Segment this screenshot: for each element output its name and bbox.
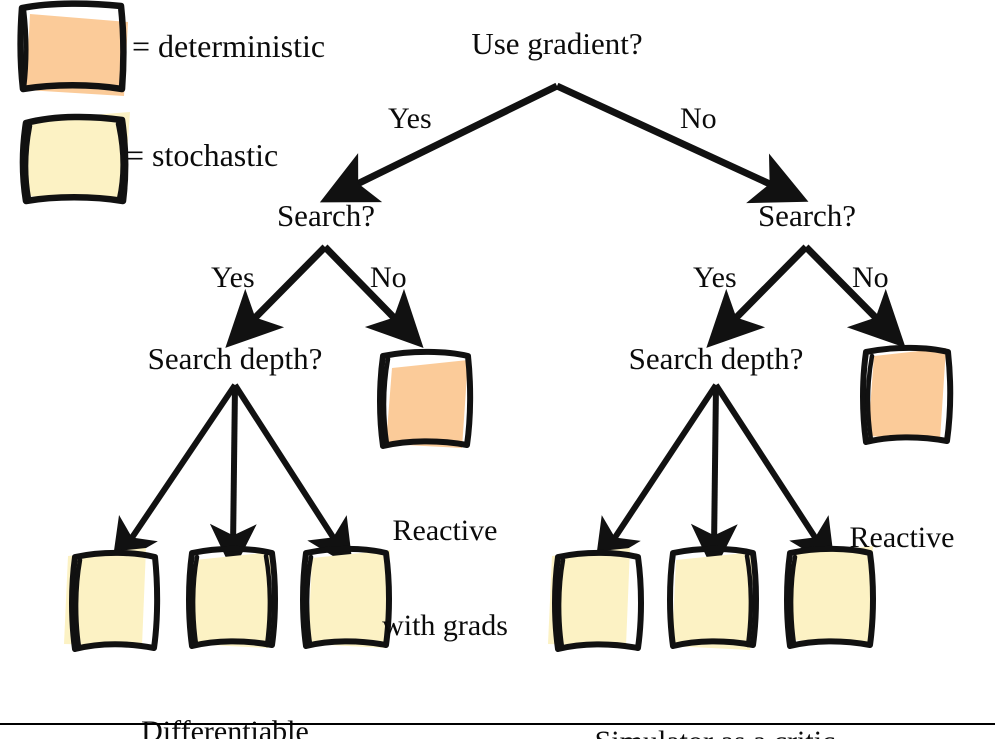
edge-label-left-search-yes: Yes [211,261,255,294]
legend-deterministic-equals: = [132,28,151,64]
legend-deterministic-label: deterministic [158,28,326,64]
edge-label-left-search-no: No [370,261,407,294]
leaf-label-reactive: Reactive [812,458,992,617]
legend-stochastic-label: stochastic [152,137,279,173]
edge-left-search-no [322,244,424,349]
edge-left-depth-3 [232,383,353,569]
legend-stochastic-row: = stochastic [126,137,279,173]
edge-label-right-search-yes: Yes [693,261,737,294]
node-left-search: Search? [276,198,376,233]
leaf-label-simulator-as-a-critic: Simulator as a critic [520,662,910,739]
edge-label-right-search-no: No [852,261,889,294]
leaf-label-reactive-with-grads-line1: Reactive [392,513,498,547]
edge-left-depth-2 [209,384,257,572]
edge-right-depth-2 [690,384,738,572]
leaf-label-sim-line1: Simulator as a critic [520,725,910,739]
node-left-search-depth: Search depth? [147,341,323,376]
leaf-box-sim-3 [784,545,876,649]
edge-right-search-yes [706,244,809,348]
edge-right-depth-1 [594,383,719,569]
leaf-box-sim-1 [548,548,644,652]
node-right-search: Search? [757,198,857,233]
edge-right-search-no [803,244,906,348]
leaf-box-reactive-with-grads [377,348,474,449]
edge-left-search-yes [225,244,328,348]
bottom-divider [0,723,995,725]
node-right-search-depth: Search depth? [628,341,804,376]
leaf-label-reactive-line1: Reactive [849,520,955,554]
leaf-label-reactive-with-grads-line2: with grads [382,608,508,642]
legend-deterministic-swatch [17,0,128,96]
legend-deterministic-row: = deterministic [132,28,326,64]
edge-label-root-yes: Yes [388,102,432,135]
leaf-box-diffsim-3 [300,545,392,649]
legend-stochastic-equals: = [126,137,145,173]
leaf-label-differentiable-simulator-as-a-critic: Differentiable simulator as a critic [20,652,430,739]
edge-right-depth-3 [713,383,836,569]
node-root-use-gradient: Use gradient? [471,26,643,61]
leaf-label-diffsim-line1: Differentiable [141,714,309,739]
edge-label-root-no: No [680,102,717,135]
edge-left-depth-1 [111,383,238,568]
edge-root-no [555,82,809,204]
legend-stochastic-swatch [19,112,130,205]
leaf-box-sim-2 [667,545,759,650]
edge-root-yes [319,82,559,203]
leaf-label-reactive-with-grads: Reactive with grads [350,451,540,705]
leaf-box-reactive [860,344,954,445]
leaf-box-diffsim-2 [186,545,278,649]
leaf-box-diffsim-1 [64,548,161,652]
